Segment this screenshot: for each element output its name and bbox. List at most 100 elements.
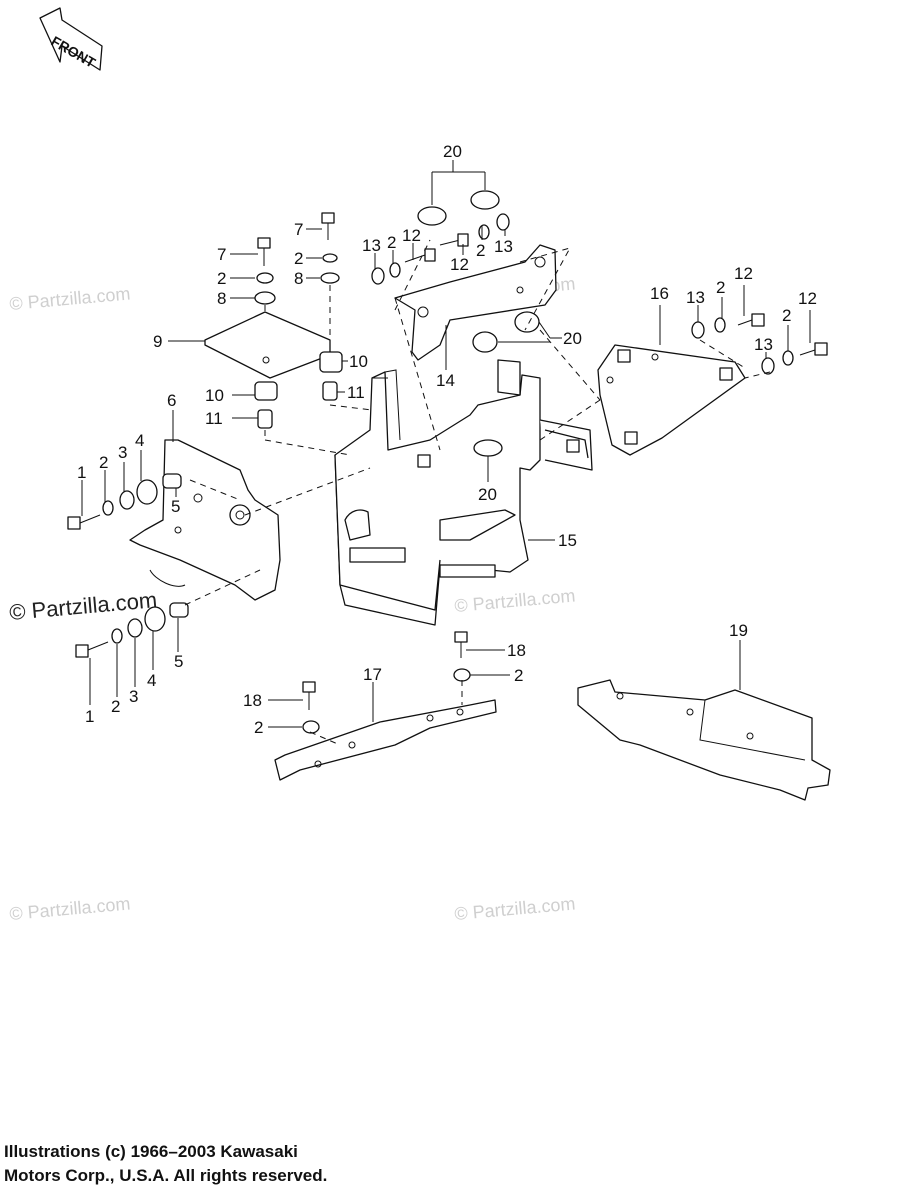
callout-number: 12: [450, 255, 469, 274]
washer-icon: [256, 272, 274, 284]
washer-icon: [761, 357, 775, 375]
watermark: © Partzilla.com: [9, 283, 132, 313]
grommet-icon: [417, 206, 447, 226]
callout-number: 6: [167, 391, 176, 410]
washer-icon: [127, 618, 143, 638]
bolt-icon: [454, 631, 468, 658]
callout-number: 9: [153, 332, 162, 351]
callout-number: 4: [147, 671, 156, 690]
plate-9-part: [204, 311, 331, 379]
bracket-6-part: [129, 439, 281, 601]
copyright-notice: Illustrations (c) 1966–2003 Kawasaki Mot…: [4, 1140, 327, 1188]
callout-number: 2: [254, 718, 263, 737]
front-arrow-icon: FRONT: [39, 7, 103, 71]
washer-icon: [119, 490, 135, 510]
washer-icon: [102, 500, 114, 516]
callout-number: 12: [734, 264, 753, 283]
callout-leaders: [81, 160, 811, 728]
grommet-icon: [144, 606, 166, 632]
washer-icon: [691, 321, 705, 339]
callout-number: 12: [798, 289, 817, 308]
callout-number: 1: [77, 463, 86, 482]
callout-number: 13: [754, 335, 773, 354]
bolt-icon: [75, 641, 109, 658]
callout-number: 13: [362, 236, 381, 255]
callout-number: 13: [686, 288, 705, 307]
callout-number: 1: [85, 707, 94, 726]
washer-icon: [254, 291, 276, 305]
copyright-line-1: Illustrations (c) 1966–2003 Kawasaki: [4, 1142, 298, 1161]
watermark: © Partzilla.com: [9, 893, 132, 923]
washer-icon: [371, 267, 385, 285]
callout-number: 20: [478, 485, 497, 504]
bracket-17-part: [274, 699, 497, 781]
callout-number: 5: [171, 497, 180, 516]
washer-icon: [111, 628, 123, 644]
callout-number: 2: [217, 269, 226, 288]
washer-icon: [478, 224, 490, 240]
watermark: © Partzilla.com: [454, 585, 577, 615]
callout-number: 16: [650, 284, 669, 303]
grommet-icon: [472, 331, 498, 353]
plate-16-part: [597, 344, 746, 456]
copyright-line-2: Motors Corp., U.S.A. All rights reserved…: [4, 1166, 328, 1185]
hardware-parts: [67, 190, 828, 734]
callout-number: 2: [387, 233, 396, 252]
bolt-icon: [321, 212, 335, 240]
callout-number: 4: [135, 431, 144, 450]
battery-case-part: [334, 359, 593, 626]
callout-number: 10: [205, 386, 224, 405]
callout-number: 7: [217, 245, 226, 264]
callout-number: 20: [563, 329, 582, 348]
callout-number: 3: [129, 687, 138, 706]
bracket-19-part: [577, 679, 831, 801]
collar-icon: [322, 381, 338, 401]
callout-number: 18: [243, 691, 262, 710]
grommet-icon: [473, 439, 503, 457]
washer-icon: [496, 213, 510, 231]
callout-number: 2: [294, 249, 303, 268]
washer-icon: [320, 272, 340, 284]
nut-icon: [302, 720, 320, 734]
nut-icon: [453, 668, 471, 682]
washer-icon: [782, 350, 794, 366]
grommet-icon: [254, 381, 278, 401]
washer-icon: [322, 253, 338, 263]
callout-number: 11: [205, 409, 223, 428]
grommet-icon: [514, 311, 540, 333]
grommet-icon: [470, 190, 500, 210]
callout-number: 15: [558, 531, 577, 550]
watermark: © Partzilla.com: [454, 893, 577, 923]
callout-number: 20: [443, 142, 462, 161]
watermarks: © Partzilla.com © Partzilla.com © Partzi…: [8, 273, 576, 923]
callout-number: 2: [782, 306, 791, 325]
callout-number: 13: [494, 237, 513, 256]
callout-number: 2: [476, 241, 485, 260]
bolt-icon: [737, 313, 765, 327]
bolt-icon: [799, 342, 828, 356]
bolt-icon: [302, 681, 316, 710]
bolt-icon: [439, 233, 469, 247]
callout-number: 5: [174, 652, 183, 671]
washer-icon: [389, 262, 401, 278]
callout-labels: 20 20 20 7 7 2 8 2 8 9 10 11 10 11 13 2 …: [77, 142, 817, 737]
callout-number: 18: [507, 641, 526, 660]
callout-number: 2: [716, 278, 725, 297]
callout-number: 10: [349, 352, 368, 371]
grommet-icon: [136, 479, 158, 505]
callout-number: 11: [347, 383, 365, 402]
bracket-14-part: [394, 244, 557, 361]
bolt-icon: [257, 237, 271, 266]
assembly-lines: [184, 239, 771, 746]
callout-number: 17: [363, 665, 382, 684]
collar-icon: [169, 602, 189, 618]
callout-number: 19: [729, 621, 748, 640]
grommet-icon: [319, 351, 343, 373]
callout-number: 7: [294, 220, 303, 239]
collar-icon: [257, 409, 273, 429]
callout-number: 8: [294, 269, 303, 288]
callout-number: 8: [217, 289, 226, 308]
callout-number: 3: [118, 443, 127, 462]
callout-number: 14: [436, 371, 455, 390]
